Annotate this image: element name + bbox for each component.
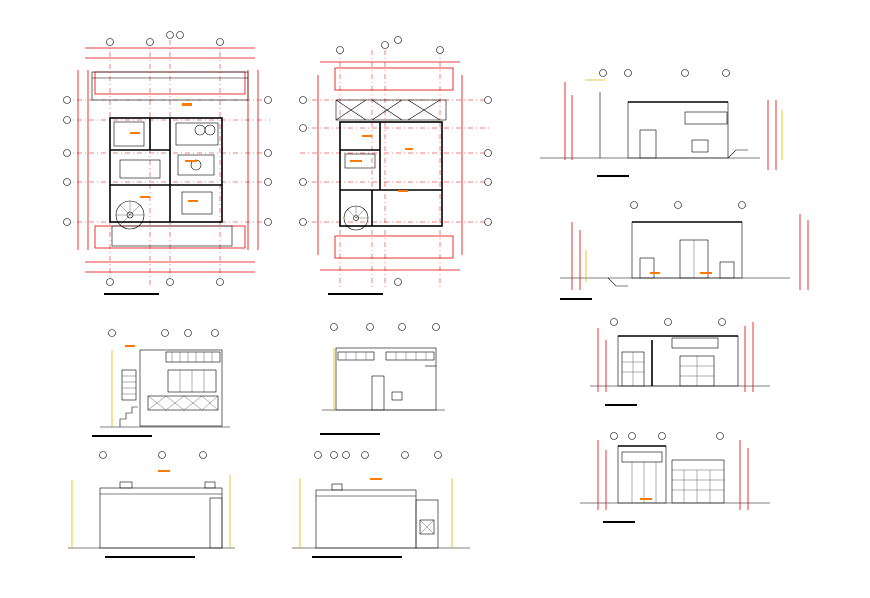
- elevation-rear: [320, 323, 445, 435]
- plan-ground-dimensions: [77, 47, 259, 273]
- plan-ground-title-bar: [104, 293, 159, 295]
- plan-upper-axis-bubbles: [299, 36, 492, 286]
- plan-ground-spiral-stair: [115, 200, 145, 230]
- section-4: [580, 432, 770, 523]
- section-2: [560, 201, 809, 300]
- elevation-side-a: [68, 451, 235, 558]
- plan-upper-walls: [339, 121, 443, 227]
- plan-ground-axis-bubbles: [63, 31, 272, 286]
- plan-upper-spiral-stair: [343, 205, 369, 231]
- section-1: [540, 69, 783, 177]
- plan-upper: [299, 36, 492, 295]
- plan-ground-walls: [109, 117, 223, 223]
- plan-upper-axes: [300, 50, 490, 290]
- plan-ground-furniture: [119, 124, 216, 215]
- plan-upper-title-bar: [328, 293, 383, 295]
- elevation-side-b: [292, 451, 470, 558]
- plan-ground: [63, 31, 272, 295]
- elevation-front: [92, 329, 230, 437]
- section-3: [590, 318, 770, 406]
